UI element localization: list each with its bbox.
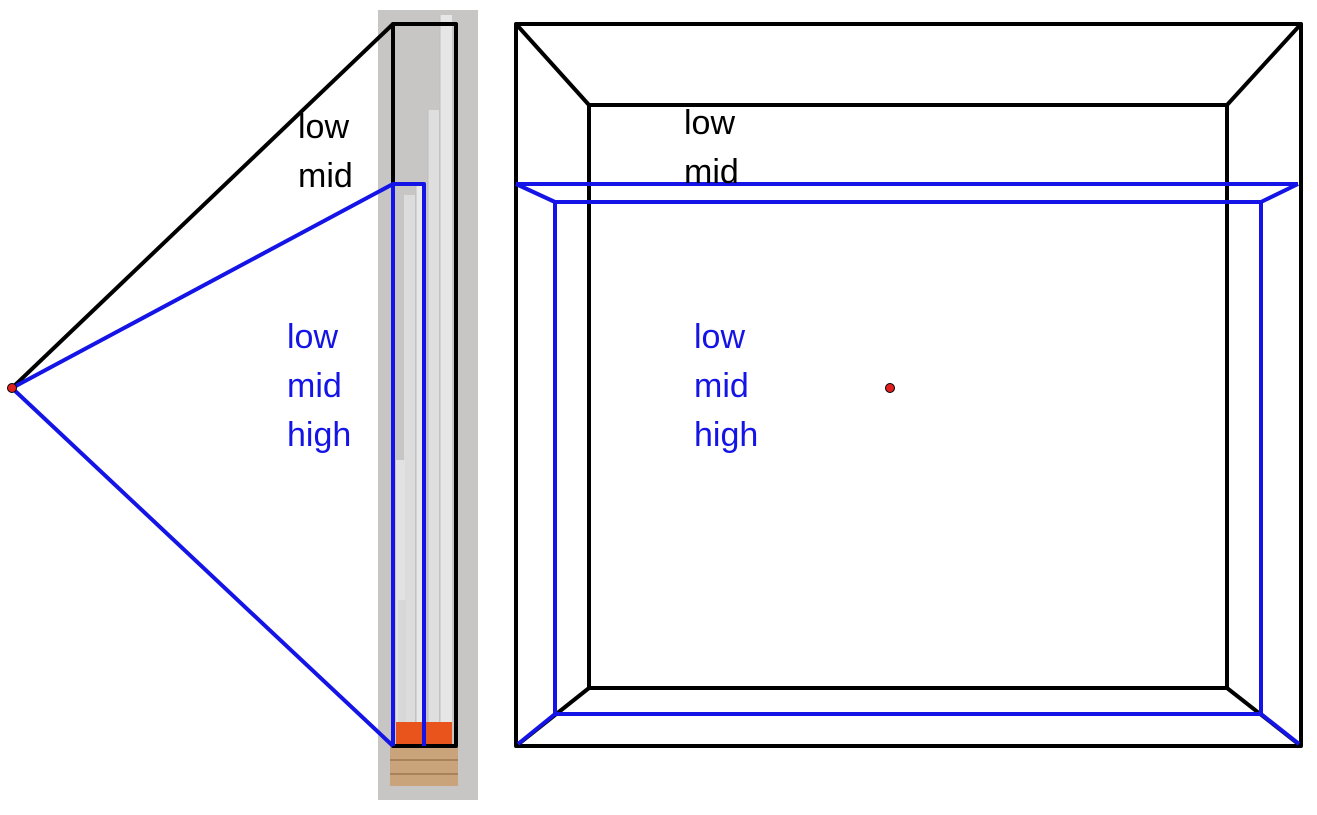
- side-blue-label-high: high: [287, 416, 351, 454]
- side-blue-box: [391, 182, 426, 746]
- front-black-labels: low mid: [684, 104, 739, 191]
- side-black-label-mid: mid: [298, 157, 353, 195]
- front-view-black-frame: [514, 22, 1303, 748]
- side-view-blue-outline: [10, 182, 426, 748]
- front-black-label-low: low: [684, 104, 735, 142]
- pipe: [404, 195, 415, 740]
- side-blue-label-low: low: [287, 318, 338, 356]
- wood-base: [390, 746, 458, 786]
- side-black-ray-top: [10, 22, 395, 390]
- side-blue-ray-bottom: [10, 386, 395, 748]
- pipe: [440, 15, 452, 740]
- front-black-corner-tr: [1225, 22, 1303, 107]
- side-blue-labels: low mid high: [287, 318, 351, 454]
- red-dot-icon: [7, 383, 17, 393]
- front-blue-corner-br: [1259, 712, 1301, 746]
- side-blue-label-mid: mid: [287, 367, 342, 405]
- front-blue-label-low: low: [694, 318, 745, 356]
- red-dot-icon: [885, 383, 895, 393]
- front-black-inner: [587, 103, 1229, 690]
- front-blue-corner-tl: [515, 182, 556, 204]
- front-blue-corner-tr: [1260, 182, 1299, 204]
- front-black-label-mid: mid: [684, 153, 739, 191]
- pipe: [428, 110, 439, 740]
- front-blue-label-high: high: [694, 416, 758, 454]
- front-view-blue-frame: [515, 182, 1301, 746]
- side-blue-ray-top: [11, 182, 394, 390]
- front-blue-corner-bl: [516, 712, 557, 746]
- pipe: [416, 185, 426, 740]
- pipe: [398, 600, 406, 740]
- front-blue-inner: [553, 200, 1263, 716]
- front-blue-labels: low mid high: [694, 318, 758, 454]
- front-black-outer: [514, 22, 1303, 748]
- side-black-labels: low mid: [298, 108, 353, 195]
- front-blue-label-mid: mid: [694, 367, 749, 405]
- front-black-corner-tl: [514, 22, 591, 107]
- side-black-label-low: low: [298, 108, 349, 146]
